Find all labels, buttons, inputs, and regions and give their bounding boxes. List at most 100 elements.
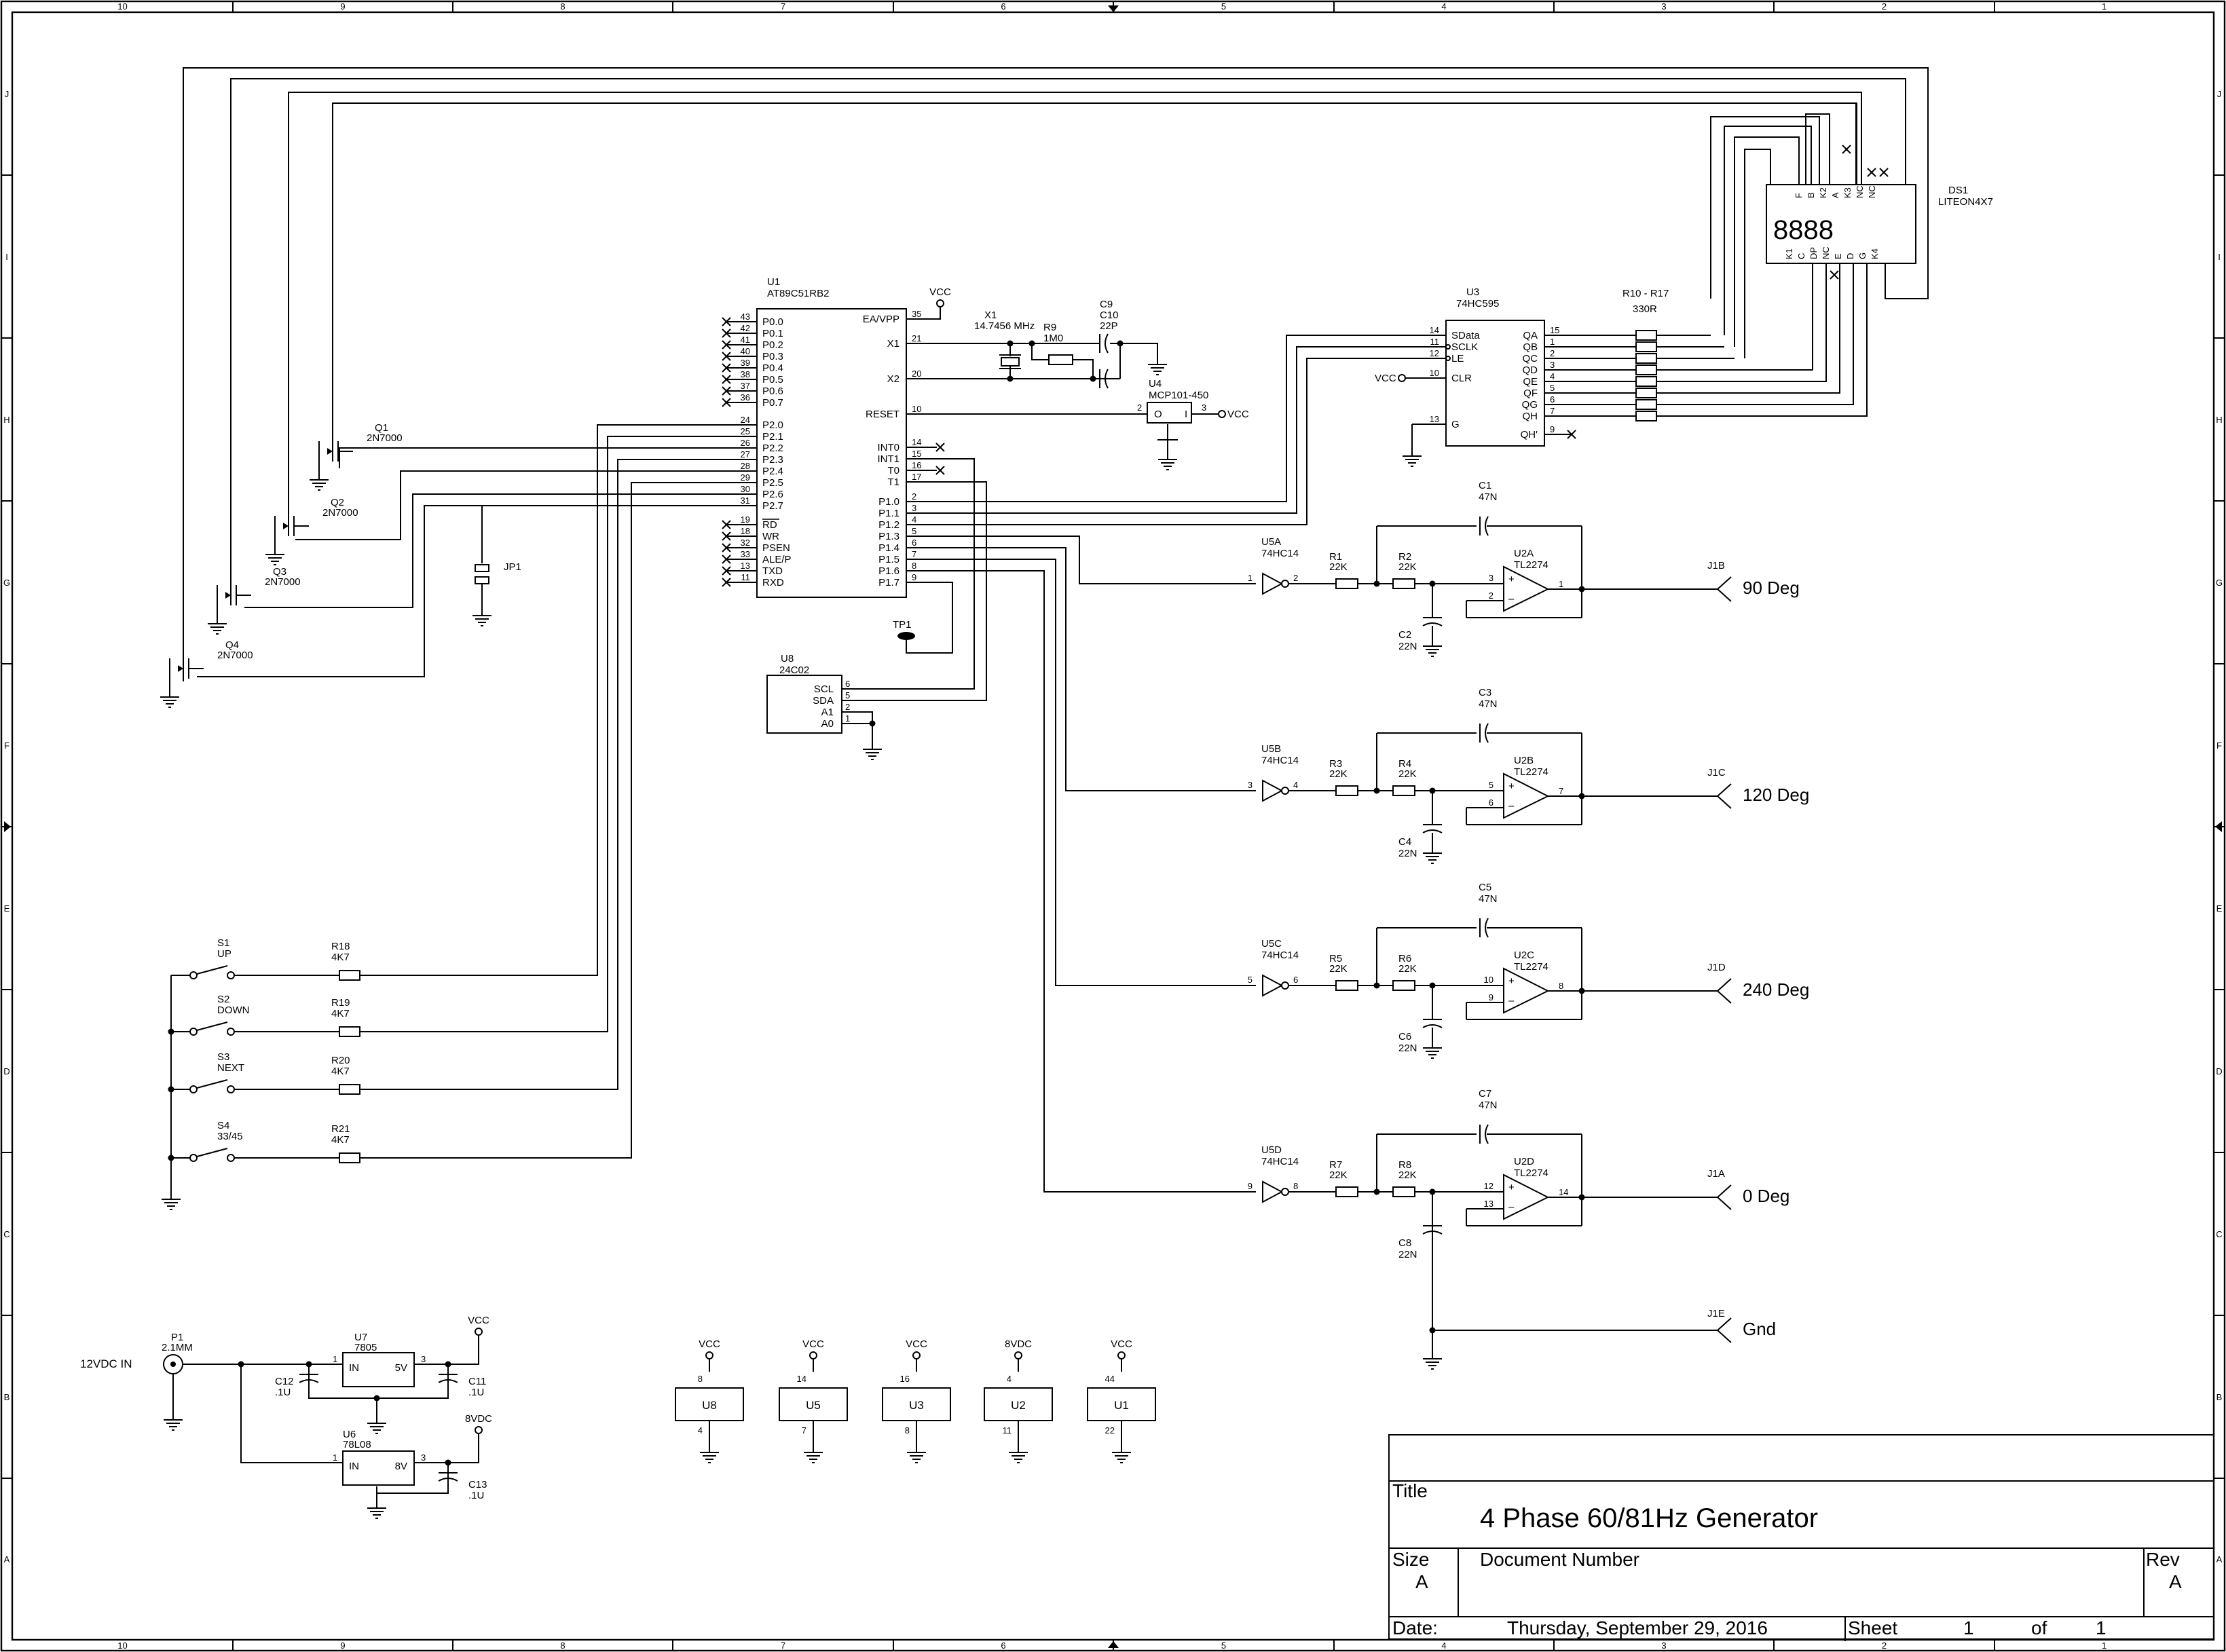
ds1-bottom-pin: E — [1833, 253, 1843, 259]
u1-pin-name: P0.4 — [762, 362, 783, 374]
capacitor-value: 22N — [1398, 1043, 1417, 1054]
u3-pin-name: LE — [1451, 353, 1464, 364]
u3-pin-number: 13 — [1430, 414, 1439, 424]
transistor-arrow — [178, 665, 183, 672]
frame-column-label: 5 — [1221, 1, 1226, 12]
u3-pin-number: 15 — [1550, 325, 1559, 335]
ic-power-pin: 4 — [1007, 1374, 1012, 1384]
opamp-plus: + — [1508, 975, 1515, 987]
vcc-port — [475, 1328, 483, 1336]
opamp-minus: – — [1508, 800, 1515, 812]
u1-pin-name: X1 — [887, 338, 899, 350]
u1-pin-name: P2.2 — [762, 443, 783, 454]
resistor-ref: R3 — [1329, 758, 1342, 770]
inverter-pin-number: 5 — [1248, 975, 1253, 985]
transistor-part: 2N7000 — [217, 650, 253, 661]
no-connect-mark — [722, 398, 731, 407]
transistor-ref: Q1 — [375, 422, 388, 434]
u1-pin-name: P1.7 — [878, 577, 899, 588]
transistor-arrow — [283, 523, 289, 529]
opamp-plus: + — [1508, 574, 1515, 585]
u7-ref: U7 — [354, 1332, 367, 1343]
u3-pin-name: CLR — [1451, 373, 1472, 384]
u3-ref: U3 — [1466, 286, 1479, 298]
frame-row-label: A — [2216, 1554, 2223, 1564]
output-jack — [1716, 1317, 1732, 1343]
u7-body — [342, 1352, 415, 1387]
u1-pin-number: 18 — [741, 526, 750, 536]
u8-pin-number: 6 — [845, 679, 850, 689]
u1-pin-name: INT1 — [877, 453, 899, 465]
u4-pin-number: 2 — [1137, 402, 1142, 413]
ic-power-ref: U3 — [909, 1399, 924, 1412]
u3-pin-number: 6 — [1550, 394, 1555, 405]
pullup-resistor-value: 4K7 — [331, 1008, 350, 1019]
u8-pin-number: 1 — [845, 713, 850, 724]
switch-contact — [189, 1085, 198, 1093]
c10-ref: C10 — [1100, 309, 1119, 321]
inverter-pin-number: 9 — [1248, 1181, 1253, 1191]
jp1-pin — [475, 576, 489, 584]
u8-body — [766, 675, 842, 734]
inverter-pin-number: 6 — [1293, 975, 1298, 985]
frame-row-label: I — [5, 252, 8, 262]
output-label: 0 Deg — [1743, 1186, 1789, 1206]
inverter-part: 74HC14 — [1261, 755, 1299, 766]
u1-pin-name: ALE/P — [762, 554, 792, 565]
power-input-label: 12VDC IN — [80, 1357, 132, 1370]
junction-dot — [445, 1361, 451, 1368]
resistor-ref: R4 — [1398, 758, 1411, 770]
inverter-ref: U5D — [1261, 1144, 1282, 1156]
u4-part: MCP101-450 — [1149, 390, 1208, 401]
vcc-port — [936, 299, 944, 307]
opamp-triangle — [1503, 967, 1550, 1014]
u1-pin-name: P0.7 — [762, 397, 783, 409]
power-label: VCC — [1111, 1338, 1132, 1350]
no-connect-mark — [722, 317, 731, 326]
resistor-value: 22K — [1398, 768, 1417, 780]
u1-pin-number: 20 — [912, 369, 921, 379]
u1-pin-number: 9 — [912, 572, 916, 582]
no-connect-mark — [722, 328, 731, 338]
inverter-bubble — [1281, 981, 1289, 990]
opamp-pin-number: 12 — [1484, 1181, 1494, 1191]
dc-jack-pin — [170, 1362, 176, 1367]
x1-crystal-body — [1001, 357, 1020, 367]
u1-pin-number: 35 — [912, 309, 921, 319]
u7-part: 7805 — [354, 1342, 377, 1353]
u6-pin-number: 1 — [333, 1452, 337, 1463]
ground-symbol — [1148, 356, 1167, 375]
u1-pin-number: 32 — [741, 538, 750, 548]
ic-power-pin: 7 — [802, 1425, 806, 1435]
u3-le-bubble — [1445, 356, 1451, 361]
u1-pin-number: 24 — [741, 415, 750, 425]
frame-column-label: 3 — [1661, 1640, 1666, 1651]
u1-ref: U1 — [767, 276, 780, 288]
gnd-jack-label: Gnd — [1743, 1319, 1776, 1339]
u7-pin-number: 3 — [421, 1354, 426, 1364]
date-label: Date: — [1392, 1617, 1438, 1638]
u1-pin-name: P2.6 — [762, 489, 783, 500]
size-value: A — [1415, 1571, 1428, 1592]
junction-dot — [1028, 340, 1035, 347]
x1-value: 14.7456 MHz — [974, 320, 1035, 332]
frame-row-label: G — [3, 578, 10, 588]
shunt-capacitor — [1422, 829, 1443, 833]
c9c10-value: 22P — [1100, 320, 1118, 332]
capacitor-value: 22N — [1398, 1249, 1417, 1260]
u1-pin-name: P1.5 — [878, 554, 899, 565]
capacitor-ref: C3 — [1479, 687, 1491, 698]
c13-ref: C13 — [468, 1479, 487, 1490]
frame-column-label: 6 — [1001, 1, 1005, 12]
jack-ref: J1C — [1707, 767, 1726, 778]
rnet-resistor — [1635, 376, 1657, 387]
u1-pin-number: 11 — [741, 572, 751, 582]
u1-pin-number: 39 — [741, 358, 750, 368]
u1-pin-name: INT0 — [877, 442, 899, 453]
sheet-label: Sheet — [1848, 1617, 1898, 1638]
opamp-minus: – — [1508, 593, 1515, 605]
frame-column-label: 9 — [340, 1640, 345, 1651]
u1-pin-name: PSEN — [762, 542, 790, 554]
frame-row-label: D — [2216, 1066, 2222, 1076]
capacitor-value: 22N — [1398, 848, 1417, 859]
